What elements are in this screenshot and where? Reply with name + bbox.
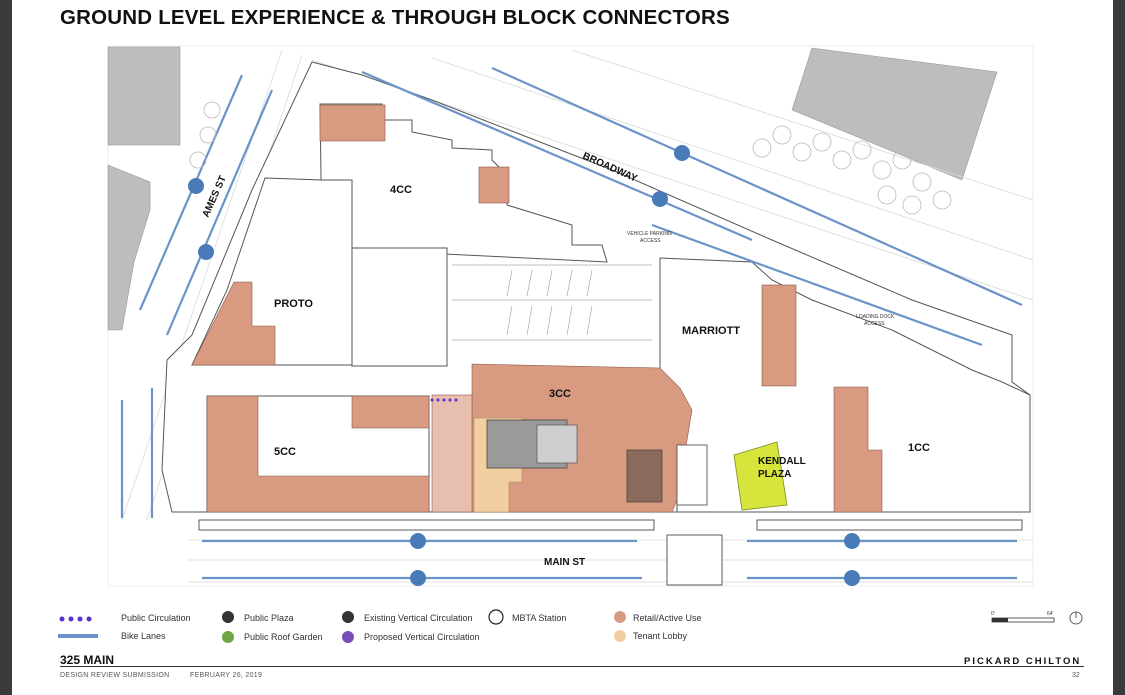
retail-connector bbox=[431, 394, 473, 513]
building-label-marriott: MARRIOTT bbox=[682, 325, 740, 337]
bike-icon bbox=[188, 178, 204, 194]
legend-public-circulation: Public Circulation bbox=[121, 613, 191, 623]
vehicle-access-note-line2: ACCESS bbox=[640, 238, 661, 244]
retail-swatch bbox=[614, 611, 626, 623]
elevator-bank-3cc bbox=[536, 424, 578, 464]
proposed-vertical-icon bbox=[342, 631, 354, 643]
scale-end-label: 64' bbox=[1047, 611, 1054, 617]
legend-bike-lanes: Bike Lanes bbox=[121, 631, 166, 641]
legend-roof-garden: Public Roof Garden bbox=[244, 632, 323, 642]
legend-mbta: MBTA Station bbox=[512, 613, 567, 623]
legend-public-plaza: Public Plaza bbox=[244, 613, 294, 623]
retail-5cc-north bbox=[351, 395, 430, 429]
retail-marriott bbox=[761, 284, 797, 387]
legend-existing-vertical: Existing Vertical Circulation bbox=[364, 613, 473, 623]
building-podium-footprint bbox=[351, 247, 448, 367]
plaza-icon bbox=[222, 611, 234, 623]
site-plan: 0' 64' 4CC PROTO MARRIOTT 3CC 5CC KENDAL… bbox=[58, 45, 1083, 643]
building-4cc-footprint bbox=[319, 103, 608, 263]
building-label-5cc: 5CC bbox=[274, 446, 296, 458]
bike-icon bbox=[844, 570, 860, 586]
legend-circulation-dot bbox=[86, 616, 92, 622]
firm-name: PICKARD CHILTON bbox=[964, 656, 1082, 667]
legend-circulation-dot bbox=[68, 616, 74, 622]
bike-icon bbox=[410, 570, 426, 586]
drawing-sheet: GROUND LEVEL EXPERIENCE & THROUGH BLOCK … bbox=[12, 0, 1113, 695]
bike-icons bbox=[188, 145, 860, 586]
existing-building-nw bbox=[107, 46, 181, 146]
loading-access-note-line1: LOADING DOCK bbox=[856, 314, 895, 320]
bike-icon bbox=[674, 145, 690, 161]
parking-stripes bbox=[452, 264, 652, 341]
street-trees bbox=[189, 101, 952, 215]
tenant-lobby-swatch bbox=[614, 630, 626, 642]
crosswalk-block bbox=[666, 534, 723, 586]
existing-vertical-icon bbox=[342, 611, 354, 623]
legend-proposed-vertical: Proposed Vertical Circulation bbox=[364, 632, 480, 642]
loading-access-note-line2: ACCESS bbox=[864, 321, 885, 327]
building-label-4cc: 4CC bbox=[390, 184, 412, 196]
bike-icon bbox=[410, 533, 426, 549]
bike-icon bbox=[844, 533, 860, 549]
scale-start-label: 0' bbox=[991, 611, 995, 617]
escalator-3cc bbox=[626, 449, 663, 503]
kendall-plaza-area bbox=[733, 441, 788, 511]
bike-icon bbox=[652, 191, 668, 207]
scale-bar-fill bbox=[992, 618, 1008, 622]
project-name: 325 MAIN bbox=[60, 653, 115, 667]
submission-label: DESIGN REVIEW SUBMISSION bbox=[60, 672, 170, 679]
building-label-1cc: 1CC bbox=[908, 442, 930, 454]
retail-4cc-north bbox=[319, 104, 386, 142]
footer-divider bbox=[60, 666, 1084, 667]
main-st-sidewalk-east bbox=[756, 519, 1023, 531]
bike-icon bbox=[198, 244, 214, 260]
retail-1cc bbox=[833, 386, 883, 513]
mbta-icon bbox=[488, 609, 504, 625]
page-title: GROUND LEVEL EXPERIENCE & THROUGH BLOCK … bbox=[60, 6, 730, 29]
legend-retail: Retail/Active Use bbox=[633, 613, 702, 623]
bike-lanes bbox=[120, 66, 1023, 580]
building-label-plaza: PLAZA bbox=[758, 469, 791, 480]
street-label-main: MAIN ST bbox=[544, 557, 585, 568]
legend-symbols bbox=[58, 609, 626, 643]
legend-tenant-lobby: Tenant Lobby bbox=[633, 631, 688, 641]
legend-circulation-dot bbox=[77, 616, 83, 622]
existing-building-ne bbox=[791, 47, 998, 181]
retail-proto bbox=[191, 281, 276, 366]
page-number: 32 bbox=[1072, 672, 1080, 679]
roof-garden-icon bbox=[222, 631, 234, 643]
retail-5cc-west bbox=[206, 395, 430, 513]
public-circulation-path bbox=[430, 398, 458, 402]
main-st-sidewalk-north bbox=[198, 519, 655, 531]
legend-bike-lane-swatch bbox=[58, 634, 98, 638]
existing-building-w bbox=[107, 164, 151, 331]
mbta-headhouse bbox=[676, 444, 708, 506]
retail-4cc-east bbox=[478, 166, 510, 204]
vehicle-access-note-line1: VEHICLE PARKING bbox=[627, 231, 672, 237]
building-label-kendall: KENDALL bbox=[758, 456, 806, 467]
legend-circulation-dot bbox=[59, 616, 65, 622]
building-label-proto: PROTO bbox=[274, 298, 313, 310]
submission-date: FEBRUARY 26, 2019 bbox=[190, 672, 263, 679]
building-label-3cc: 3CC bbox=[549, 388, 571, 400]
